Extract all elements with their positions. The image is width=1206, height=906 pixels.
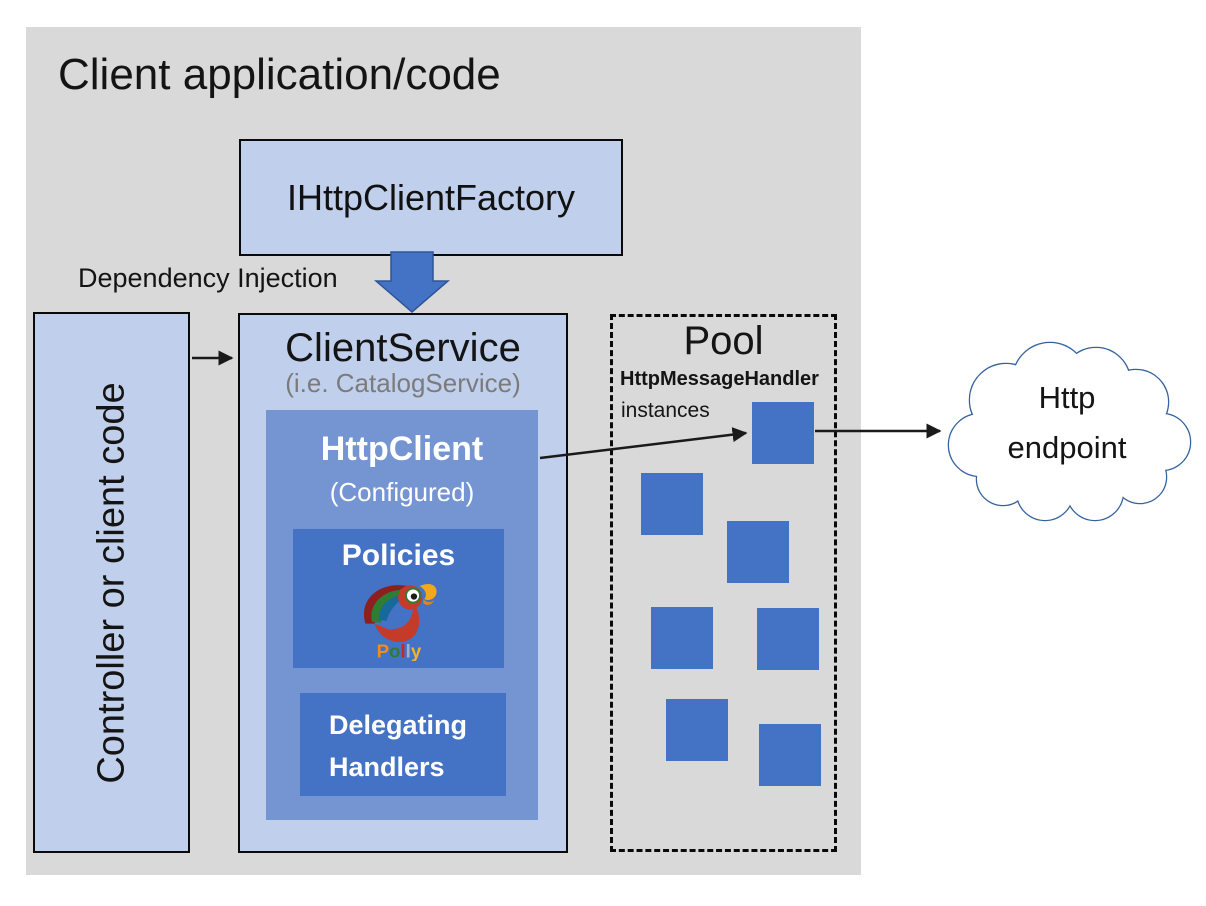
pool-box: Pool HttpMessageHandler instances: [610, 314, 837, 852]
client-service-box: ClientService (i.e. CatalogService) Http…: [238, 313, 568, 853]
polly-letter: l: [400, 640, 405, 661]
endpoint-label-line2: endpoint: [1008, 430, 1127, 465]
pool-type-label: HttpMessageHandler: [620, 368, 819, 390]
pool-title: Pool: [683, 319, 764, 363]
handler-instance-square: [752, 402, 814, 464]
ihttpclientfactory-box: IHttpClientFactory: [239, 139, 623, 256]
client-service-subtitle: (i.e. CatalogService): [285, 368, 521, 398]
handler-instance-square: [727, 521, 789, 583]
controller-label: Controller or client code: [90, 381, 132, 784]
client-service-title: ClientService: [285, 326, 521, 370]
endpoint-label-line1: Http: [1039, 380, 1096, 415]
policies-label: Policies: [341, 539, 456, 572]
pool-instances-label: instances: [621, 399, 710, 422]
polly-letter: l: [405, 640, 410, 661]
httpclient-box: HttpClient (Configured) Policies: [266, 410, 538, 820]
http-endpoint-cloud: Http endpoint: [938, 340, 1196, 529]
handler-instance-square: [641, 473, 703, 535]
svg-text:Polly: Polly: [376, 640, 421, 661]
ihttpclientfactory-label: IHttpClientFactory: [286, 176, 576, 218]
delegating-handlers-line1: Delegating: [329, 710, 468, 740]
policies-box: Policies: [293, 529, 504, 668]
handler-instance-square: [666, 699, 728, 761]
polly-letter: P: [376, 640, 388, 661]
httpclient-title: HttpClient: [320, 430, 484, 468]
dependency-injection-label: Dependency Injection: [78, 263, 338, 293]
polly-letter: y: [410, 640, 421, 661]
handler-instance-square: [757, 608, 819, 670]
client-application-title: Client application/code: [58, 50, 501, 99]
httpclient-subtitle: (Configured): [329, 477, 475, 507]
handler-instance-square: [759, 724, 821, 786]
delegating-handlers-line2: Handlers: [329, 751, 445, 782]
handler-instance-square: [651, 607, 713, 669]
delegating-handlers-box: Delegating Handlers: [300, 693, 506, 796]
polly-parrot-icon: Polly: [363, 583, 437, 661]
controller-box: Controller or client code: [33, 312, 190, 853]
polly-letter: o: [389, 640, 400, 661]
